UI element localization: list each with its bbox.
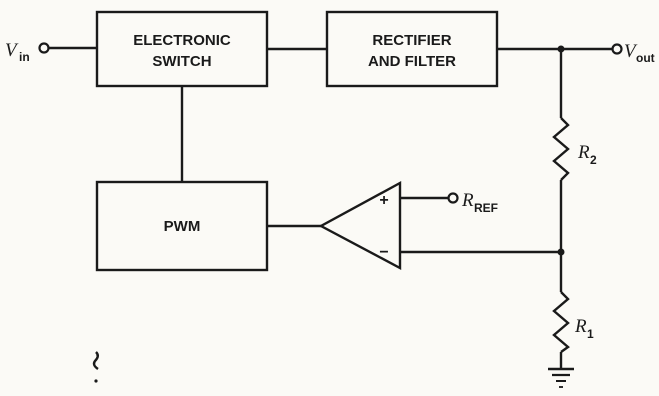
r2-subscript: 2	[590, 153, 597, 167]
pwm-label: PWM	[164, 218, 201, 235]
vout-terminal	[611, 43, 623, 55]
resistor-r1	[552, 291, 570, 353]
r1-label: R	[574, 316, 587, 337]
amp-inverting-sign: −	[379, 244, 388, 261]
r2-label: R	[577, 142, 590, 163]
ground-icon	[548, 367, 574, 388]
vin-terminal	[38, 42, 50, 54]
vout-label: V	[624, 41, 638, 62]
error-amplifier: + −	[318, 180, 402, 270]
resistor-r2	[552, 117, 570, 181]
switch-label-line2: SWITCH	[152, 53, 211, 70]
rref-subscript: REF	[474, 201, 498, 215]
scan-speck	[94, 379, 98, 383]
amp-noninverting-sign: +	[379, 192, 388, 209]
pwm-block: PWM	[95, 180, 269, 272]
switch-label-line1: ELECTRONIC	[133, 32, 231, 49]
scan-mark	[92, 351, 99, 370]
electronic-switch-block: ELECTRONIC SWITCH	[95, 10, 269, 88]
vin-subscript: in	[19, 50, 30, 64]
r1-subscript: 1	[587, 327, 594, 341]
rref-terminal	[447, 192, 459, 204]
rectifier-label-line1: RECTIFIER	[372, 32, 451, 49]
rectifier-label-line2: AND FILTER	[368, 53, 456, 70]
rectifier-filter-block: RECTIFIER AND FILTER	[325, 10, 499, 88]
vin-label: V	[5, 40, 19, 61]
rref-label: R	[461, 190, 474, 211]
vout-subscript: out	[636, 51, 655, 65]
